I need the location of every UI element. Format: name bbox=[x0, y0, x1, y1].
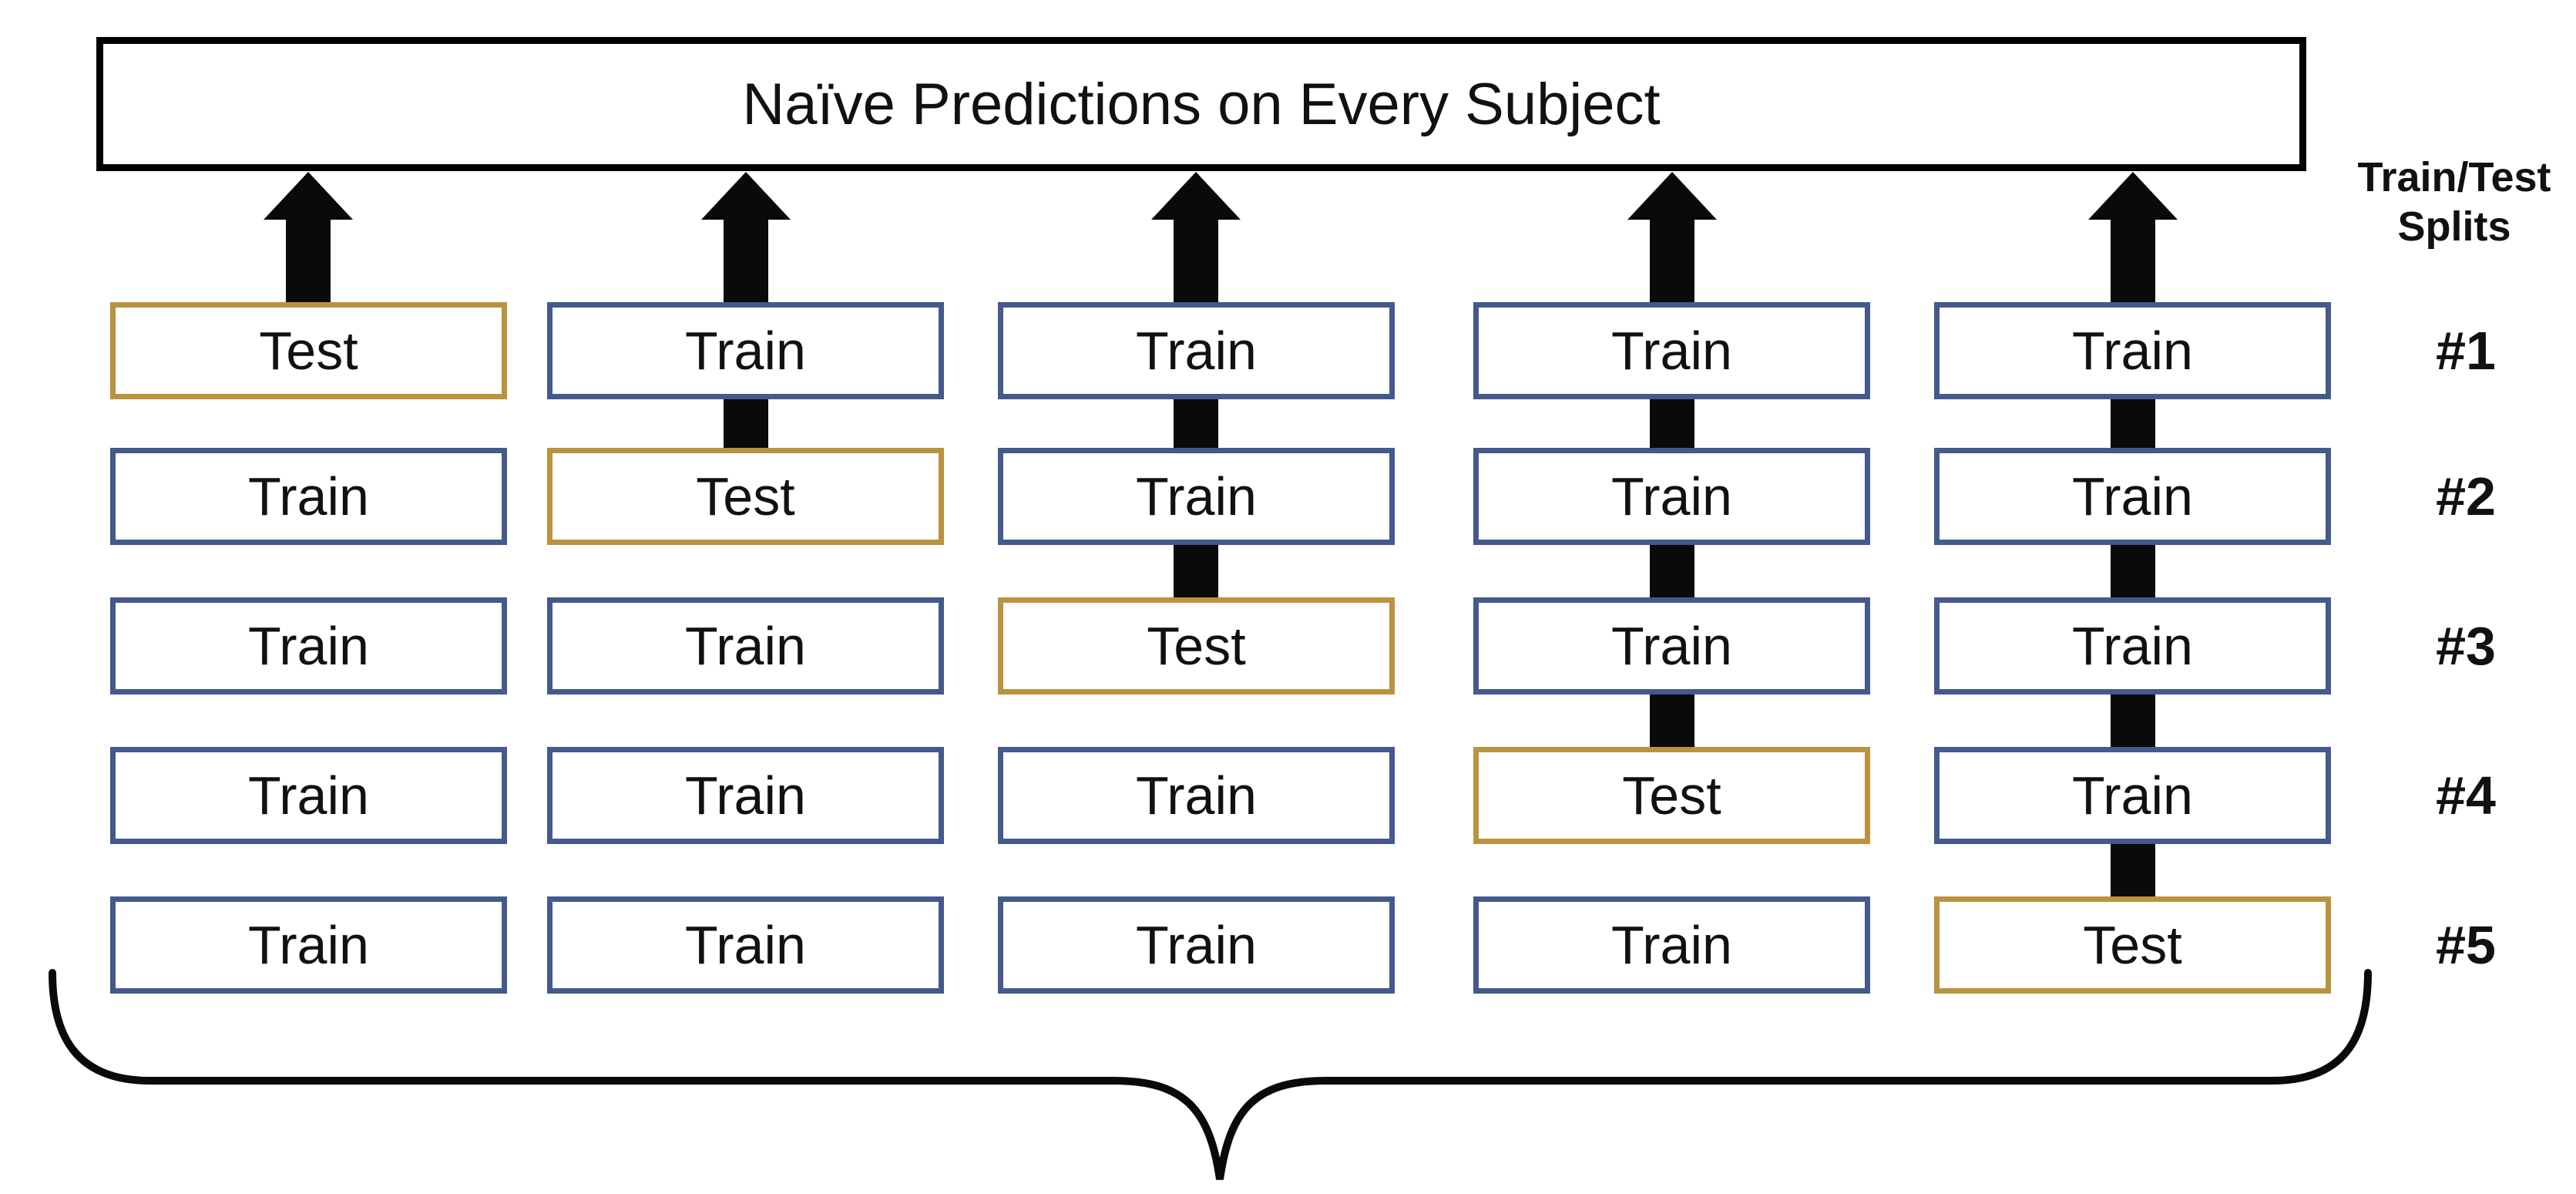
train-test-splits-label: Train/Test Splits bbox=[2327, 153, 2576, 251]
grid-cell-train: Train bbox=[110, 597, 507, 695]
grid-cell-train: Train bbox=[1473, 597, 1870, 695]
split-number-label: #4 bbox=[2436, 765, 2496, 826]
grid-cell-train: Train bbox=[547, 896, 944, 994]
grid-cell-train: Train bbox=[110, 747, 507, 844]
split-number-label: #5 bbox=[2436, 915, 2496, 975]
split-number-label: #3 bbox=[2436, 616, 2496, 676]
grid-cell-train: Train bbox=[547, 597, 944, 695]
split-number-label: #1 bbox=[2436, 321, 2496, 381]
arrowhead-icon bbox=[1627, 172, 1717, 220]
grid-cell-test: Test bbox=[998, 597, 1395, 695]
grid-cell-train: Train bbox=[998, 896, 1395, 994]
train-test-splits-line1: Train/Test bbox=[2357, 154, 2551, 200]
grid-cell-train: Train bbox=[998, 747, 1395, 844]
arrowhead-icon bbox=[264, 172, 353, 220]
grid-cell-test: Test bbox=[1473, 747, 1870, 844]
grid-cell-train: Train bbox=[1934, 302, 2331, 399]
grid-cell-train: Train bbox=[110, 448, 507, 545]
grid-cell-test: Test bbox=[547, 448, 944, 545]
grid-cell-train: Train bbox=[1934, 747, 2331, 844]
grid-cell-test: Test bbox=[1934, 896, 2331, 994]
arrowhead-icon bbox=[2088, 172, 2178, 220]
grid-cell-test: Test bbox=[110, 302, 507, 399]
grid-cell-train: Train bbox=[1473, 302, 1870, 399]
grid-cell-train: Train bbox=[110, 896, 507, 994]
grid-cell-train: Train bbox=[1473, 896, 1870, 994]
banner-title: Naïve Predictions on Every Subject bbox=[742, 71, 1661, 137]
grid-cell-train: Train bbox=[998, 448, 1395, 545]
grid-cell-train: Train bbox=[1934, 448, 2331, 545]
arrowhead-icon bbox=[1151, 172, 1241, 220]
grid-cell-train: Train bbox=[1934, 597, 2331, 695]
grid-cell-train: Train bbox=[1473, 448, 1870, 545]
train-test-splits-line2: Splits bbox=[2397, 203, 2511, 250]
split-number-label: #2 bbox=[2436, 466, 2496, 526]
grid-cell-train: Train bbox=[998, 302, 1395, 399]
naive-predictions-banner: Naïve Predictions on Every Subject bbox=[96, 37, 2306, 171]
arrow-shaft bbox=[286, 218, 331, 308]
grid-cell-train: Train bbox=[547, 302, 944, 399]
grid-cell-train: Train bbox=[547, 747, 944, 844]
arrowhead-icon bbox=[701, 172, 791, 220]
